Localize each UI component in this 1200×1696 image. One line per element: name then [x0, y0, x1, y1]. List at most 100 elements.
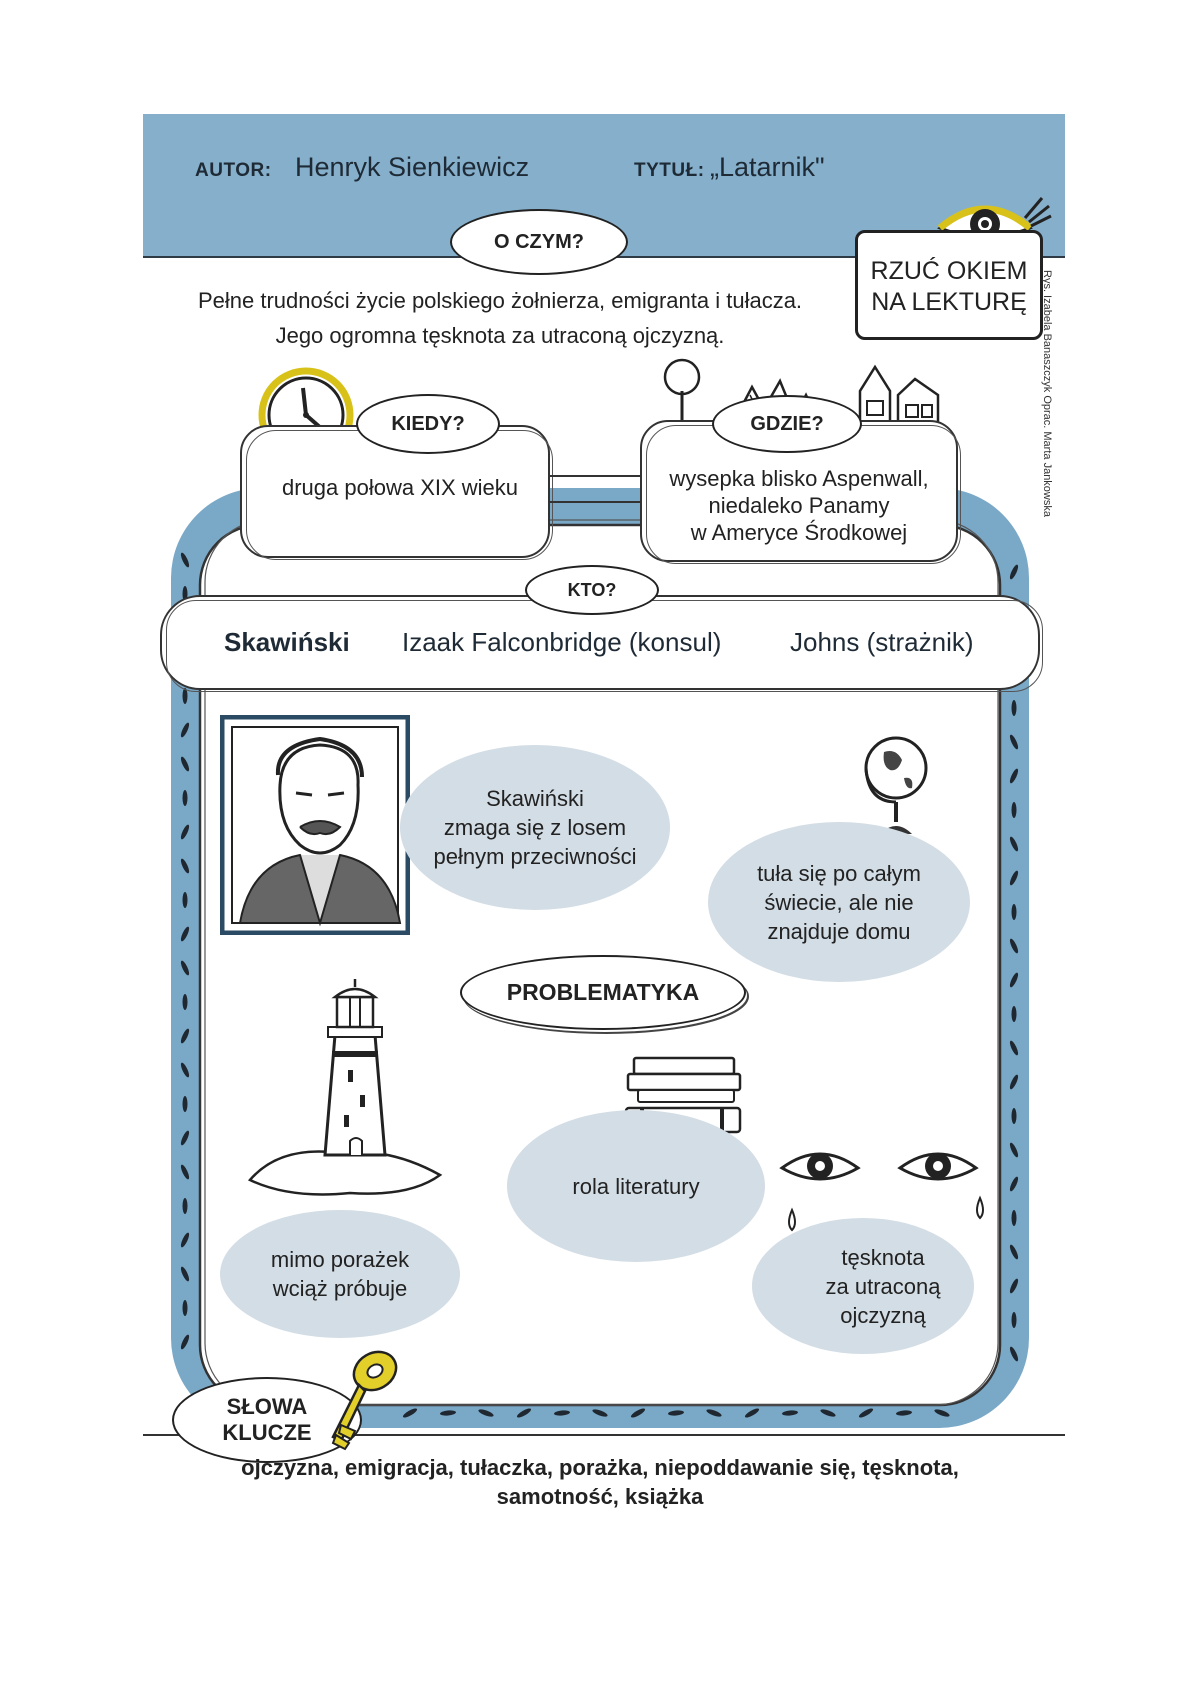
keywords-label: SŁOWA KLUCZE [172, 1377, 362, 1463]
box-connector [548, 475, 640, 503]
where-line-1: wysepka blisko Aspenwall, [669, 466, 929, 491]
about-summary: Pełne trudności życie polskiego żołnierz… [140, 283, 860, 353]
keywords-label-line-2: KLUCZE [222, 1420, 312, 1445]
frame-dot [1009, 1176, 1019, 1192]
frame-dot [1009, 1040, 1019, 1056]
frame-dot [180, 1062, 190, 1078]
frame-dot [934, 1409, 950, 1417]
problem-5-line-1: tęsknota [841, 1244, 925, 1270]
book-title: „Latarnik" [710, 152, 825, 182]
frame-dot [744, 1408, 760, 1418]
frame-dot [1009, 972, 1019, 988]
frame-dot [1009, 938, 1019, 954]
keywords-line-2: samotność, książka [496, 1484, 704, 1509]
frame-dot [180, 926, 190, 942]
problem-5-line-2: za utraconą [825, 1273, 941, 1299]
problem-cloud-1: Skawiński zmaga się z losem pełnym przec… [400, 745, 670, 910]
frame-dot [478, 1409, 494, 1417]
frame-dot [182, 892, 188, 908]
problem-4-text: rola literatury [572, 1173, 700, 1199]
frame-dot [1009, 1278, 1019, 1294]
problem-2-line-1: tuła się po całym [757, 860, 921, 886]
problem-cloud-3: mimo porażek wciąż próbuje [220, 1210, 460, 1338]
logo-line-1: RZUĆ OKIEM [870, 257, 1028, 285]
frame-dot [1009, 768, 1019, 784]
problem-5-line-3: ojczyzną [840, 1302, 926, 1328]
problem-2-line-3: znajduje domu [767, 918, 911, 944]
where-line-3: w Ameryce Środkowej [690, 520, 908, 545]
frame-dot [180, 1130, 190, 1146]
frame-dot [182, 790, 188, 806]
frame-dot [820, 1409, 836, 1417]
problem-cloud-2: tuła się po całym świecie, ale nie znajd… [708, 822, 970, 982]
key-icon [331, 1350, 398, 1451]
keywords-text: ojczyzna, emigracja, tułaczka, porażka, … [150, 1453, 1050, 1511]
frame-dot [180, 824, 190, 840]
logo-line-2: NA LEKTURĘ [871, 288, 1027, 316]
title-label: TYTUŁ: [634, 160, 705, 181]
problem-1-line-2: zmaga się z losem [443, 815, 627, 840]
about-label: O CZYM? [450, 209, 628, 275]
frame-dot [180, 960, 190, 976]
frame-dot [402, 1408, 418, 1418]
problem-cloud-4: rola literatury [507, 1110, 765, 1262]
keywords-label-line-1: SŁOWA [226, 1394, 308, 1419]
frame-dot [1009, 1244, 1019, 1260]
author-name: Henryk Sienkiewicz [295, 152, 530, 182]
frame-dot [1009, 1074, 1019, 1090]
frame-dot [1009, 734, 1019, 750]
frame-dot [858, 1408, 874, 1418]
frame-dot [1011, 802, 1017, 818]
about-line-2: Jego ogromna tęsknota za utraconą ojczyz… [275, 323, 725, 348]
frame-dot [182, 1198, 188, 1214]
where-text: wysepka blisko Aspenwall, niedaleko Pana… [640, 465, 958, 546]
frame-dot [1011, 1210, 1017, 1226]
frame-dot [668, 1410, 684, 1416]
keywords-line-1: ojczyzna, emigracja, tułaczka, porażka, … [241, 1455, 959, 1480]
when-label: KIEDY? [356, 394, 500, 454]
who-character-3: Johns (strażnik) [790, 627, 974, 657]
lighthouse-icon [247, 979, 443, 1196]
frame-dot [554, 1410, 570, 1416]
frame-dot [440, 1410, 456, 1416]
frame-dot [1009, 564, 1019, 580]
frame-dot [180, 1266, 190, 1282]
portrait-illustration [220, 715, 410, 935]
frame-dot [706, 1409, 722, 1417]
problems-label: PROBLEMATYKA [460, 955, 746, 1030]
who-main-character: Skawiński [224, 627, 350, 657]
who-label: KTO? [525, 565, 659, 615]
who-character-2: Izaak Falconbridge (konsul) [402, 627, 722, 657]
frame-dot [180, 552, 190, 568]
frame-dot [180, 1334, 190, 1350]
frame-dot [516, 1408, 532, 1418]
frame-dot [1009, 870, 1019, 886]
where-line-2: niedaleko Panamy [708, 493, 890, 518]
when-text: druga połowa XIX wieku [281, 475, 519, 500]
problem-1-line-1: Skawiński [486, 786, 584, 811]
frame-dot [180, 1232, 190, 1248]
problem-cloud-5: tęsknota za utraconą ojczyzną [752, 1218, 974, 1354]
frame-dot [180, 1028, 190, 1044]
logo-text: RZUĆ OKIEM NA LEKTURĘ [855, 256, 1043, 318]
frame-dot [182, 1096, 188, 1112]
problem-1-line-3: pełnym przeciwności [433, 844, 637, 869]
frame-dot [1011, 700, 1017, 716]
frame-dot [1011, 1108, 1017, 1124]
frame-dot [180, 756, 190, 772]
logo-box [855, 230, 1043, 340]
frame-dot [1009, 1346, 1019, 1362]
frame-dot [182, 994, 188, 1010]
frame-dot [1011, 1312, 1017, 1328]
frame-dot [182, 1300, 188, 1316]
frame-dot [182, 688, 188, 704]
frame-dot [630, 1408, 646, 1418]
crying-eyes-icon [774, 1152, 984, 1284]
frame-dot [896, 1410, 912, 1416]
frame-dot [1011, 1006, 1017, 1022]
frame-dot [180, 722, 190, 738]
frame-dot [1009, 836, 1019, 852]
frame-dot [180, 858, 190, 874]
about-line-1: Pełne trudności życie polskiego żołnierz… [197, 288, 803, 313]
problem-3-line-2: wciąż próbuje [272, 1276, 408, 1301]
